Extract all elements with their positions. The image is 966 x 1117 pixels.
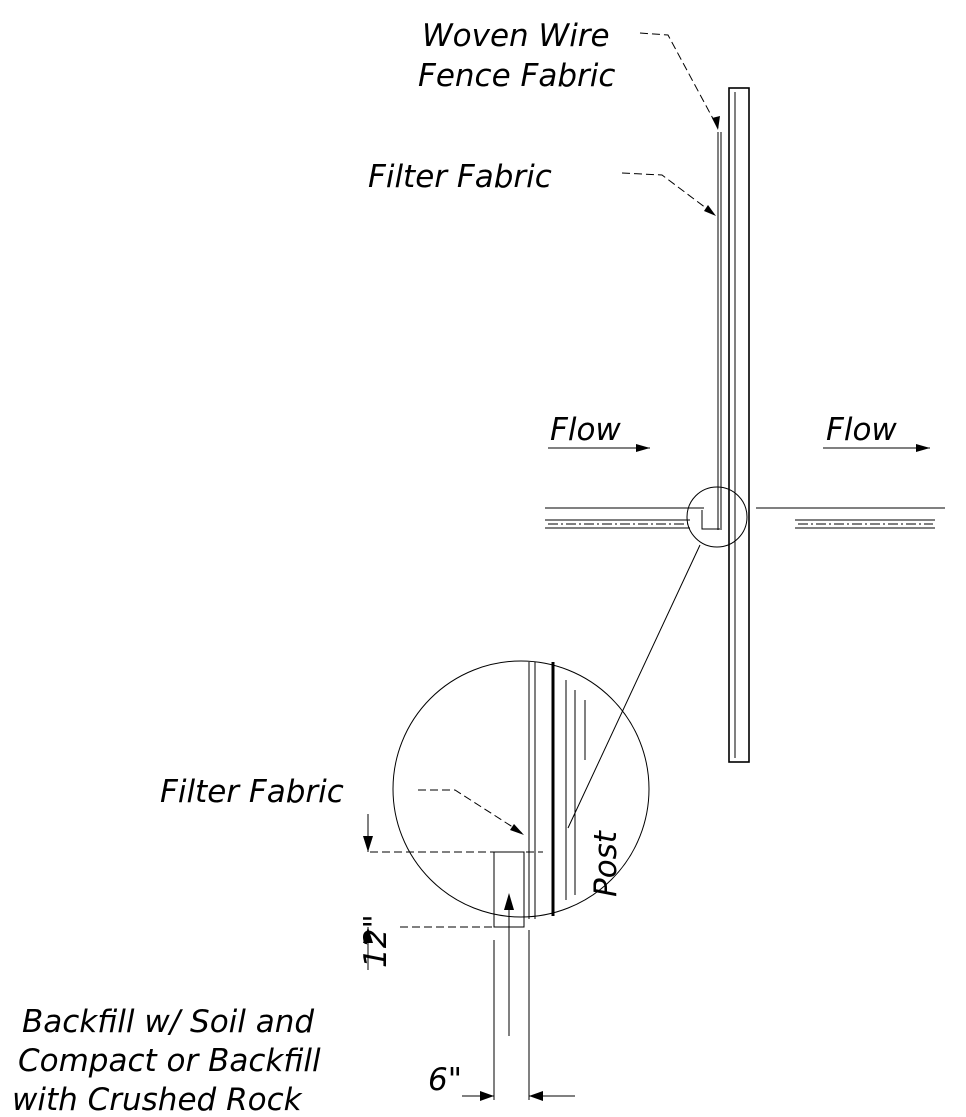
leader-woven-wire <box>639 32 719 129</box>
label-backfill-line3: with Crushed Rock <box>12 1082 303 1117</box>
label-filter-fabric-top: Filter Fabric <box>368 159 552 195</box>
detail-view <box>363 660 650 1101</box>
label-dim-12: 12" <box>358 914 394 968</box>
soil-hatch-right <box>795 519 935 529</box>
label-post: Post <box>588 829 624 897</box>
label-flow-right: Flow <box>826 412 897 448</box>
fence-post <box>728 87 750 763</box>
leader-filter-fabric-top <box>621 172 715 215</box>
label-fence-fabric: Fence Fabric <box>418 58 615 94</box>
label-backfill-line1: Backfill w/ Soil and <box>22 1004 314 1040</box>
detail-circle-large <box>392 660 650 918</box>
leader-filter-fabric-detail-head <box>510 824 524 835</box>
dim-6-arrowhead-right <box>529 1091 543 1101</box>
main-section <box>545 32 945 829</box>
labels: Woven Wire Fence Fabric Filter Fabric Fl… <box>12 18 897 1117</box>
soil-hatch-left <box>545 519 690 529</box>
dim-12-arrowhead-top <box>363 836 373 852</box>
dim-6-arrowhead-left <box>480 1091 494 1101</box>
leader-filter-fabric-top-head <box>704 205 716 216</box>
label-filter-fabric-detail: Filter Fabric <box>160 774 344 810</box>
label-dim-6: 6" <box>428 1062 462 1098</box>
label-flow-left: Flow <box>550 412 621 448</box>
backfill-arrowhead <box>504 893 514 910</box>
leader-filter-fabric-detail <box>418 789 523 834</box>
label-backfill-line2: Compact or Backfill <box>18 1043 321 1079</box>
flow-arrowhead-right <box>916 444 930 452</box>
dim-12-arrowhead-bottom <box>363 927 373 943</box>
trench-outline <box>701 510 722 530</box>
leader-woven-wire-head <box>712 116 720 130</box>
detail-circle-small <box>686 486 748 548</box>
label-woven-wire: Woven Wire <box>422 18 610 54</box>
flow-arrowhead-left <box>636 444 650 452</box>
detail-leader-line <box>567 544 701 829</box>
